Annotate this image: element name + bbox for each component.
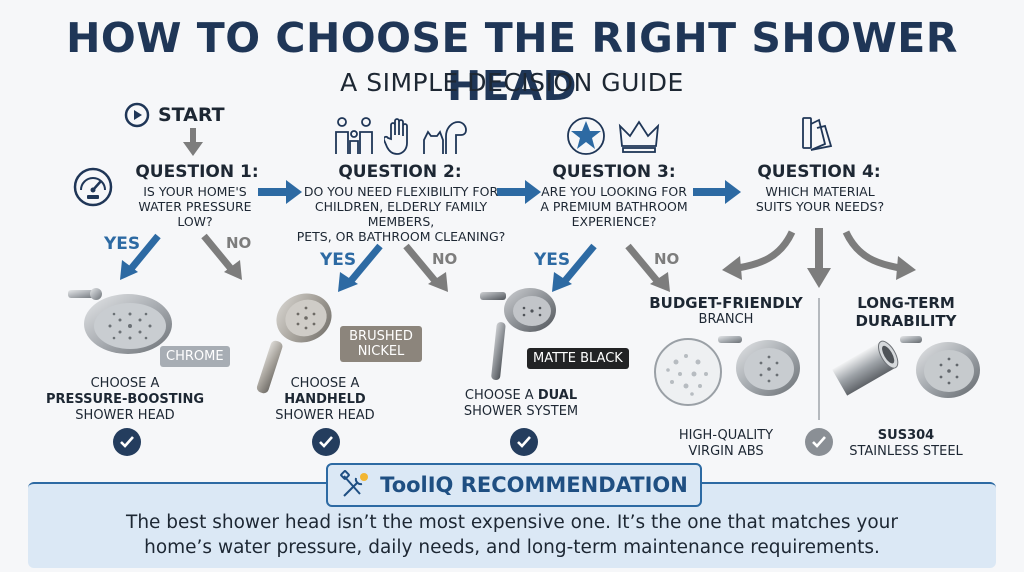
play-icon <box>124 102 150 128</box>
budget-heading: BUDGET-FRIENDLY <box>649 294 803 312</box>
outcome-2-text: CHOOSE A HANDHELD SHOWER HEAD <box>250 376 400 424</box>
q1-no-label: NO <box>226 234 252 252</box>
question-1-line: LOW? <box>177 214 213 229</box>
q4-right-arrow <box>842 230 916 280</box>
recommendation-line: home’s water pressure, daily needs, and … <box>144 537 880 558</box>
recommendation-line: The best shower head isn’t the most expe… <box>126 512 898 533</box>
outcome-1-bold: PRESSURE-BOOSTING <box>45 392 205 407</box>
outcome-2-line: SHOWER HEAD <box>275 408 375 423</box>
page-title: HOW TO CHOOSE THE RIGHT SHOWER HEAD <box>66 14 958 110</box>
recommendation-text: The best shower head isn’t the most expe… <box>60 510 964 560</box>
question-4-line: WHICH MATERIAL <box>765 184 875 199</box>
q3-no-label: NO <box>654 250 680 268</box>
outcome-3-bold: DUAL <box>537 388 578 403</box>
outcome-3-text: CHOOSE A DUAL SHOWER SYSTEM <box>446 388 596 420</box>
pets-icon <box>423 121 467 154</box>
q4-left-arrow <box>722 230 796 280</box>
materials-check-icon <box>805 428 833 456</box>
question-2-title: QUESTION 2: <box>338 162 462 182</box>
outcome-2-line: CHOOSE A <box>290 376 360 391</box>
question-2-line: CHILDREN, ELDERLY FAMILY MEMBERS, <box>314 199 488 229</box>
budget-branch-header: BUDGET-FRIENDLY BRANCH <box>646 294 806 328</box>
q2-yes-label: YES <box>320 250 357 270</box>
question-3-title: QUESTION 3: <box>552 162 676 182</box>
steel-label-line: STAINLESS STEEL <box>849 444 963 459</box>
crown-icon <box>618 120 660 153</box>
question-3-line: ARE YOU LOOKING FOR <box>541 184 687 199</box>
start-down-arrow <box>183 128 203 156</box>
q3-yes-arrow <box>552 243 597 292</box>
handheld-shower-image <box>256 293 332 394</box>
outcome-1-line: CHOOSE A <box>90 376 160 391</box>
steel-material-label: SUS304 STAINLESS STEEL <box>836 428 976 460</box>
question-1-line: WATER PRESSURE <box>138 199 252 214</box>
q3-no-arrow <box>625 243 670 292</box>
question-3-line: EXPERIENCE? <box>571 214 657 229</box>
question-1-title: QUESTION 1: <box>135 162 259 182</box>
q1-yes-arrow <box>120 233 161 280</box>
recommendation-title: ToolIQ RECOMMENDATION <box>380 473 688 497</box>
q1-yes-label: YES <box>104 234 141 254</box>
question-4-line: SUITS YOUR NEEDS? <box>755 199 885 214</box>
steel-shower-head-image <box>900 336 980 398</box>
right-arrow-q2-q3 <box>497 180 541 204</box>
start-marker: START <box>124 102 225 128</box>
outcome-3-line: SHOWER SYSTEM <box>463 404 579 419</box>
outcome-2-bold: HANDHELD <box>284 392 366 407</box>
outcome-1-line: SHOWER HEAD <box>75 408 175 423</box>
question-2-line: PETS, OR BATHROOM CLEANING? <box>296 229 506 244</box>
outcome-3-line: CHOOSE A <box>464 388 534 403</box>
abs-material-label: HIGH-QUALITY VIRGIN ABS <box>656 428 796 460</box>
dual-shower-system-image <box>480 288 556 380</box>
outcome-1-text: CHOOSE A PRESSURE-BOOSTING SHOWER HEAD <box>40 376 210 424</box>
question-1-line: IS YOUR HOME'S <box>143 184 247 199</box>
badge-line: NICKEL <box>357 344 405 359</box>
question-3-line: A PREMIUM BATHROOM <box>540 199 688 214</box>
question-2-text: DO YOU NEED FLEXIBILITY FOR CHILDREN, EL… <box>290 184 512 244</box>
budget-sub: BRANCH <box>698 312 754 327</box>
question-4-title: QUESTION 4: <box>757 162 881 182</box>
q1-no-arrow <box>201 233 242 280</box>
abs-label-line: HIGH-QUALITY <box>678 428 774 443</box>
q2-no-label: NO <box>432 250 458 268</box>
matte-black-finish-badge: MATTE BLACK <box>527 348 629 369</box>
steel-tube-image <box>832 340 899 396</box>
badge-line: BRUSHED <box>349 329 413 344</box>
pressure-gauge-icon <box>73 167 113 207</box>
brushed-nickel-finish-badge: BRUSHED NICKEL <box>340 326 422 362</box>
right-arrow-q1-q2 <box>258 180 302 204</box>
star-badge-icon <box>567 117 605 155</box>
q4-center-arrow <box>807 228 831 288</box>
question-1-text: IS YOUR HOME'S WATER PRESSURE LOW? <box>120 184 270 229</box>
durability-heading: DURABILITY <box>855 312 957 330</box>
page-subtitle: A SIMPLE DECISION GUIDE <box>340 68 684 97</box>
durability-branch-header: LONG-TERM DURABILITY <box>836 294 976 330</box>
chrome-finish-badge: CHROME <box>160 346 230 367</box>
q2-yes-arrow <box>338 243 383 292</box>
family-icon <box>335 117 373 154</box>
right-arrow-q3-q4 <box>693 180 741 204</box>
abs-label-line: VIRGIN ABS <box>688 444 764 459</box>
chrome-shower-head-image <box>68 288 172 354</box>
material-swatch-icon <box>802 117 833 151</box>
question-3-text: ARE YOU LOOKING FOR A PREMIUM BATHROOM E… <box>534 184 694 229</box>
outcome-2-check-icon <box>312 428 340 456</box>
abs-granule-image <box>654 338 722 406</box>
outcome-3-check-icon <box>510 428 538 456</box>
hand-icon <box>384 118 408 155</box>
recommendation-header: ToolIQ RECOMMENDATION <box>326 463 702 507</box>
materials-divider <box>818 298 820 420</box>
q3-yes-label: YES <box>534 250 571 270</box>
steel-label-bold: SUS304 <box>877 428 935 443</box>
abs-shower-head-image <box>718 336 800 396</box>
outcome-1-check-icon <box>113 428 141 456</box>
start-label: START <box>158 104 225 126</box>
question-2-line: DO YOU NEED FLEXIBILITY FOR <box>303 184 499 199</box>
durability-heading: LONG-TERM <box>857 294 955 312</box>
tools-lightbulb-icon <box>340 470 369 497</box>
q2-no-arrow <box>403 243 448 292</box>
question-4-text: WHICH MATERIAL SUITS YOUR NEEDS? <box>730 184 910 214</box>
